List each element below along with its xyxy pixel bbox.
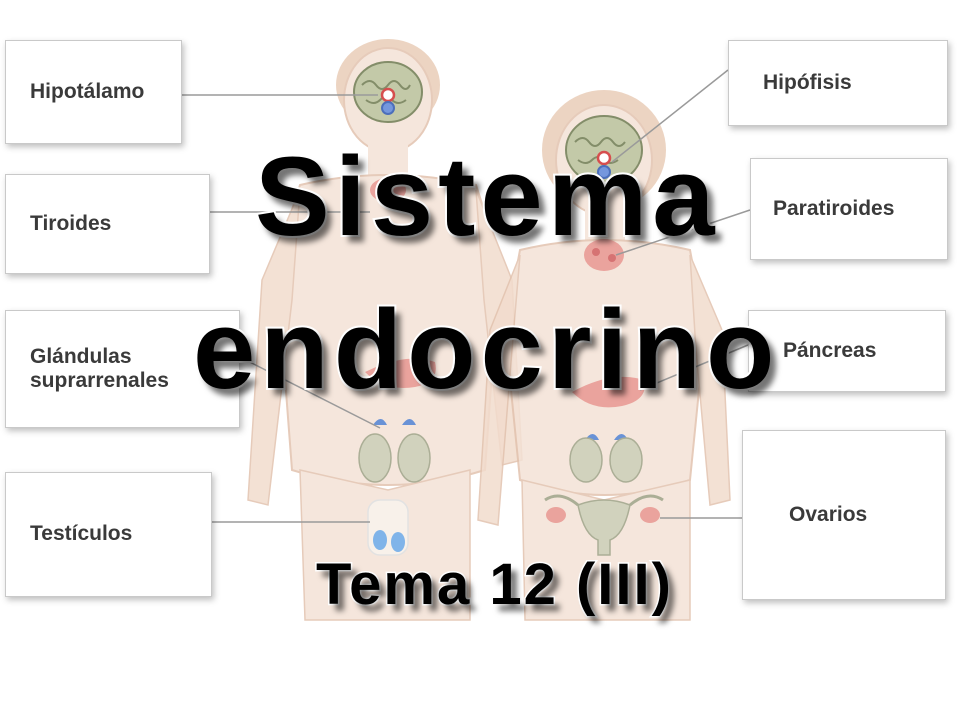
- label-paratiroides: Paratiroides: [750, 158, 948, 260]
- label-suprarrenales: Glándulas suprarrenales: [5, 310, 240, 428]
- label-testiculos: Testículos: [5, 472, 212, 597]
- label-suprarrenales-text: Glándulas suprarrenales: [30, 344, 169, 392]
- female-figure: [477, 90, 731, 621]
- label-hipotalamo-text: Hipotálamo: [30, 79, 145, 103]
- label-testiculos-text: Testículos: [30, 522, 133, 546]
- title-line-2: endocrino: [191, 285, 780, 414]
- label-ovarios-text: Ovarios: [789, 502, 868, 526]
- label-tiroides: Tiroides: [5, 174, 210, 274]
- label-hipofisis-text: Hipófisis: [763, 70, 852, 94]
- leader-lines: [182, 69, 751, 523]
- label-ovarios: Ovarios: [742, 430, 946, 600]
- label-hipotalamo: Hipotálamo: [5, 40, 182, 144]
- label-paratiroides-text: Paratiroides: [773, 196, 895, 220]
- label-hipofisis: Hipófisis: [728, 40, 948, 126]
- subtitle: Tema 12 (III): [315, 551, 673, 619]
- title-line-1: Sistema: [253, 132, 720, 261]
- label-tiroides-text: Tiroides: [30, 211, 112, 235]
- label-pancreas-text: Páncreas: [783, 338, 877, 362]
- label-pancreas: Páncreas: [748, 310, 946, 392]
